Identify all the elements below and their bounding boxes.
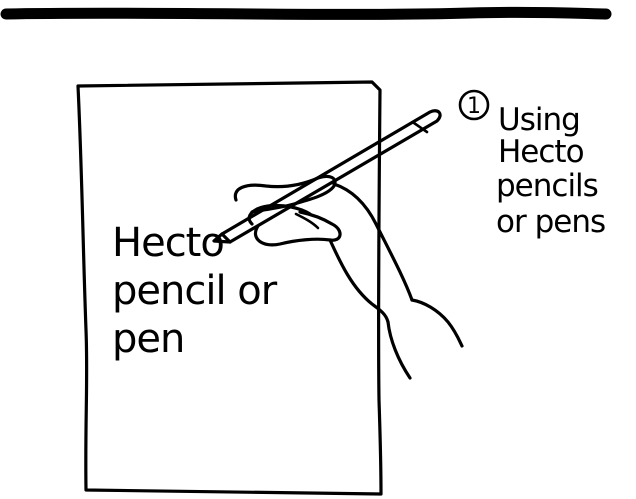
step-line-2: Hecto [498, 134, 584, 170]
hand-wrist-upper [412, 300, 462, 346]
pen-label-line-1: Hecto [112, 220, 224, 266]
top-rule [6, 12, 606, 14]
pen-label: Hecto pencil or pen [112, 220, 278, 362]
step-line-4: or pens [496, 204, 605, 240]
step-line-3: pencils [496, 168, 598, 204]
hand-back [334, 184, 412, 300]
hand-wrist-lower [388, 322, 410, 378]
step-number: 1 [467, 94, 481, 119]
pen-label-line-2: pencil or [112, 268, 278, 314]
step-annotation: 1 Using Hecto pencils or pens [460, 91, 605, 240]
hand-middle-finger [255, 212, 340, 245]
pen-label-line-3: pen [112, 316, 184, 362]
step-line-1: Using [498, 102, 580, 138]
